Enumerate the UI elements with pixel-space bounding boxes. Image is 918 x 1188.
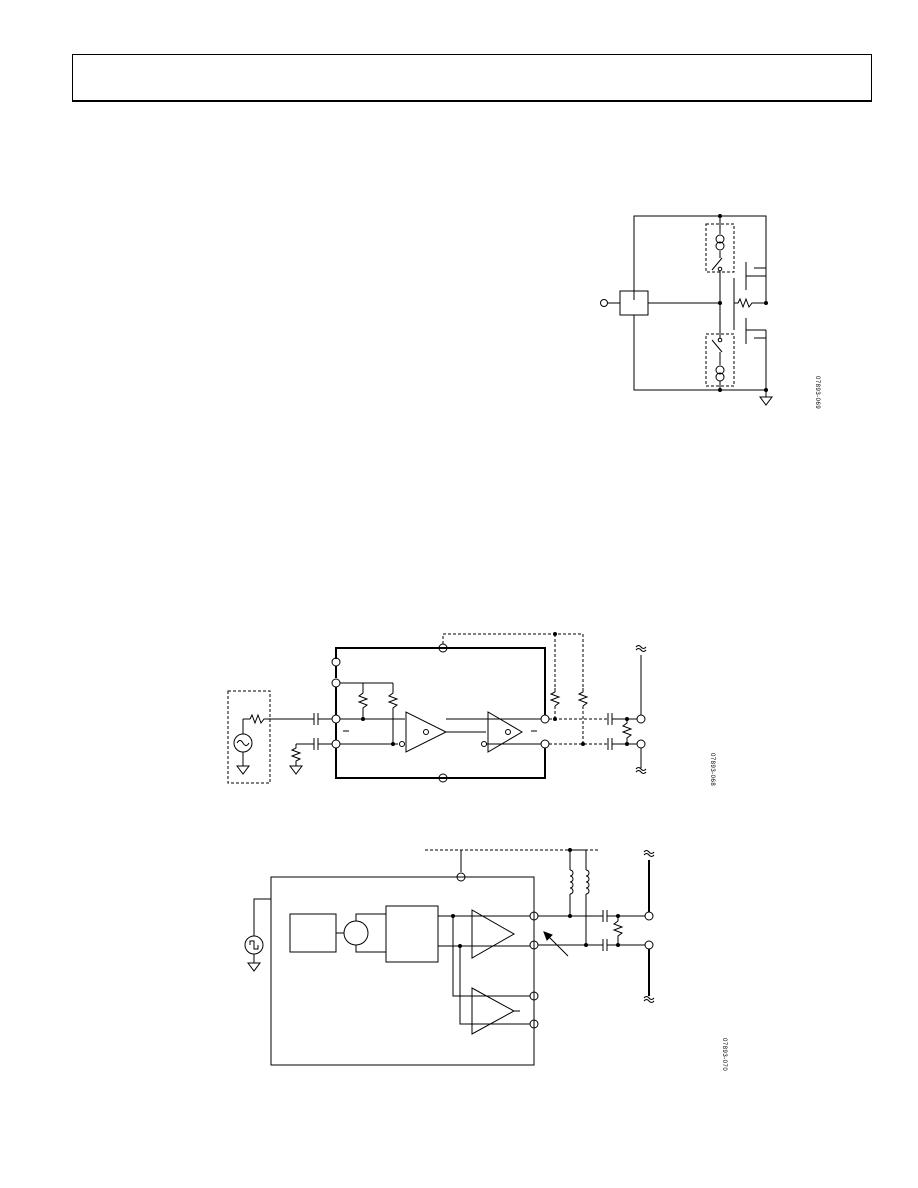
output-terminal-2-pos: [644, 911, 654, 921]
pin-top-1: [331, 657, 341, 667]
inductor-1: [569, 869, 574, 895]
line-break-icon-bottom: [635, 770, 647, 774]
control-block: [385, 905, 439, 963]
device-body: [270, 876, 535, 1066]
summing-node: [343, 920, 369, 946]
line-break-icon-top: [635, 648, 647, 652]
pin-aux-neg: [529, 1019, 539, 1029]
main-amp-triangle: [471, 909, 516, 959]
line-break-icon-4: [643, 999, 655, 1003]
source-resistor: [243, 713, 314, 725]
internal-resistor-2: [387, 683, 399, 744]
current-source-top-b: [715, 241, 725, 251]
ground-symbol: [759, 396, 773, 406]
inductor-2: [585, 869, 590, 895]
term-resistor: [290, 744, 302, 766]
input-pin: [600, 299, 608, 307]
pullup-resistor-1: [549, 688, 561, 707]
pin-supply: [456, 872, 466, 882]
aux-amp-triangle: [471, 987, 516, 1035]
load-resistor: [621, 719, 633, 744]
source-ground-icon: [236, 765, 250, 775]
page-header-box: [72, 54, 872, 102]
preamp-triangle: [405, 711, 448, 753]
load-resistor-2: [612, 916, 624, 945]
internal-resistor-1: [357, 683, 369, 719]
clock-ground-icon: [247, 962, 261, 972]
output-terminal-2-neg: [644, 940, 654, 950]
pullup-resistor-2: [577, 688, 589, 707]
supply-rail-top: [633, 215, 767, 300]
figure-code-3: 07893-070: [721, 1038, 727, 1072]
signal-source-box: [227, 690, 271, 784]
line-break-icon-3: [643, 853, 655, 857]
pin-aux-pos: [529, 991, 539, 1001]
switch-bottom: [711, 339, 723, 353]
center-resistor: [734, 297, 766, 309]
driver-triangle: [487, 711, 523, 753]
pin-vee: [438, 773, 448, 783]
current-source-top-a: [715, 234, 725, 244]
current-source-bottom-a: [715, 365, 725, 375]
switch-top: [711, 257, 723, 271]
dac-block: [289, 913, 337, 953]
term-ground-icon: [289, 765, 303, 775]
